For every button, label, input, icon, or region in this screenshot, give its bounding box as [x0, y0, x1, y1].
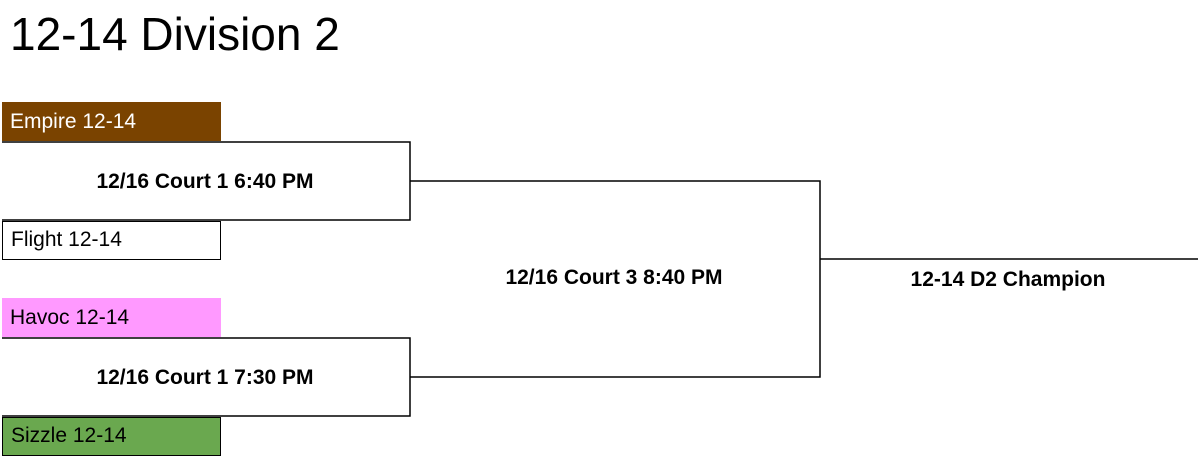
semifinal-2-label: 12/16 Court 1 7:30 PM	[96, 366, 314, 389]
semifinal-1-label: 12/16 Court 1 6:40 PM	[96, 170, 314, 193]
final-connector	[410, 180, 821, 378]
final-label: 12/16 Court 3 8:40 PM	[505, 266, 723, 289]
page-title: 12-14 Division 2	[10, 8, 340, 60]
team-flight: Flight 12-14	[2, 221, 221, 260]
team-sizzle: Sizzle 12-14	[2, 417, 221, 456]
team-havoc: Havoc 12-14	[2, 298, 221, 337]
team-empire: Empire 12-14	[2, 102, 221, 141]
champion-label: 12-14 D2 Champion	[910, 268, 1106, 291]
